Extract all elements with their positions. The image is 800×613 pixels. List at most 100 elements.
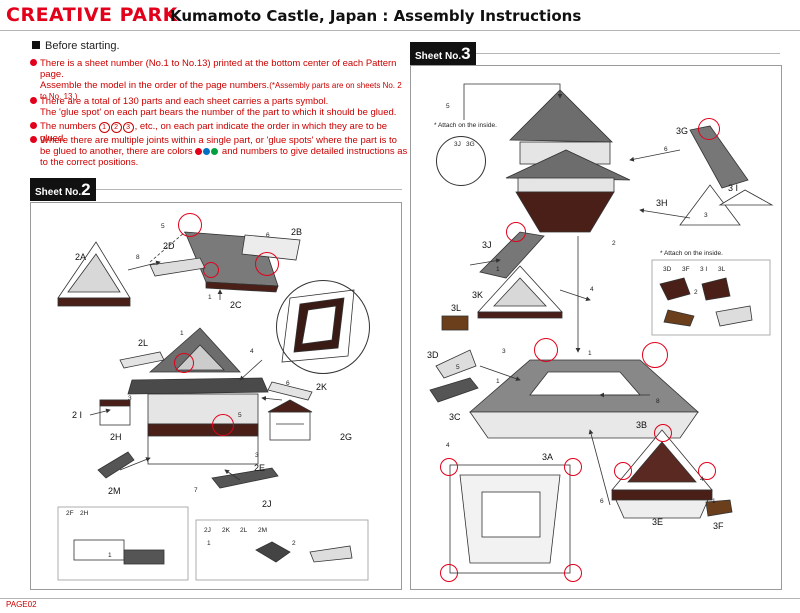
callout-circle (203, 262, 219, 278)
intro-note-4: Where there are multiple joints within a… (30, 135, 408, 168)
sheet2-subpanel-right (195, 519, 369, 581)
header-divider (0, 30, 800, 31)
inset-part-3l (663, 309, 695, 327)
step-marker: 1 (180, 330, 184, 337)
note-text: There are a total of 130 parts and each … (40, 96, 329, 107)
part-label: 3H (656, 198, 668, 208)
step-marker: 2 (292, 540, 296, 547)
part-3f-block (705, 499, 733, 517)
part-label-small: 2H (80, 510, 89, 517)
sheet2-subpanel-left (57, 506, 189, 581)
part-label-small: 2K (222, 527, 230, 534)
callout-circle (440, 458, 458, 476)
attach-note: * Attach on the inside. (434, 122, 497, 129)
callout-circle (255, 252, 279, 276)
callout-circle (440, 564, 458, 582)
part-2h-strip (123, 549, 165, 565)
step-marker: 8 (656, 398, 660, 405)
step-marker: 3 (502, 348, 506, 355)
part-label: 2E (254, 463, 266, 473)
part-label: 2B (291, 227, 303, 237)
page-title: Kumamoto Castle, Japan : Assembly Instru… (170, 7, 582, 25)
part-label: 2A (75, 252, 87, 262)
callout-circle (698, 462, 716, 480)
step-marker: 5 (456, 364, 460, 371)
part-3k-gable (477, 265, 563, 319)
callout-circle (564, 458, 582, 476)
part-label-small: 3L (718, 266, 726, 273)
step-marker: 1 (588, 350, 592, 357)
part-floor-plan (449, 464, 571, 574)
callout-circle (698, 118, 720, 140)
part-2d-strip (149, 257, 206, 277)
part-label: 3J (482, 240, 492, 250)
part-corner-piece (255, 541, 291, 563)
note-text: Where there are multiple joints within a… (40, 135, 397, 157)
note-text: The numbers (40, 121, 96, 132)
step-marker: 2 (612, 240, 616, 247)
part-label: 2D (163, 241, 175, 251)
part-2b-ridge (241, 234, 301, 261)
step-marker: 3 (128, 395, 132, 402)
step-marker: 5 (446, 103, 450, 110)
part-corner-strip (309, 545, 353, 563)
note-text: Assemble the model in the order of the p… (40, 80, 270, 91)
square-bullet-icon (32, 41, 40, 49)
part-label: 3A (542, 452, 554, 462)
part-label-small: 3G (466, 141, 475, 148)
part-label: 2C (230, 300, 242, 310)
part-tower-top (505, 89, 631, 233)
red-bullet-icon (30, 97, 37, 104)
red-bullet-icon (30, 59, 37, 66)
part-label-small: 3F (682, 266, 690, 273)
step-marker: 1 (496, 266, 500, 273)
circled-number-icon: 3 (122, 122, 134, 133)
sheet2-arrows (89, 260, 283, 481)
blue-dot-icon (203, 148, 211, 155)
part-label: 3 I (728, 183, 739, 193)
sheet2-tab: Sheet No.2 (30, 178, 96, 201)
intro-note-1: There is a sheet number (No.1 to No.13) … (30, 58, 408, 102)
note-text: There is a sheet number (No.1 to No.13) … (40, 58, 397, 80)
callout-circle (614, 462, 632, 480)
inset-part-3d (659, 277, 691, 301)
part-3c-plate (429, 377, 479, 403)
part-label: 2J (262, 499, 272, 509)
callout-circle (564, 564, 582, 582)
sheet-tab-prefix: Sheet No. (415, 51, 462, 62)
inset-part-3f (715, 305, 753, 327)
part-label-small: 3D (663, 266, 672, 273)
footer-divider (0, 598, 800, 599)
note-text: and numbers to give detailed instruction… (40, 146, 408, 168)
red-dot-icon (195, 148, 203, 155)
part-2a-gable (57, 241, 131, 307)
before-starting-heading: Before starting. (32, 40, 120, 52)
part-label: 2K (316, 382, 328, 392)
part-label: 2M (108, 486, 121, 496)
part-3i-strip (718, 189, 774, 206)
part-building-lower (127, 327, 269, 465)
part-2f-strip (73, 539, 125, 561)
part-label: 3D (427, 350, 439, 360)
sheet3-arrows (463, 83, 691, 506)
part-2m-plate (97, 451, 135, 479)
note-small-text: (*Assembly parts are on sheets No. 2 to … (40, 81, 402, 101)
callout-circle (178, 213, 202, 237)
sheet2-divider (30, 189, 402, 190)
before-starting-text: Before starting. (45, 40, 120, 52)
step-marker: 1 (108, 552, 112, 559)
step-marker: 6 (266, 232, 270, 239)
step-marker: 6 (664, 146, 668, 153)
part-label: 2L (138, 338, 149, 348)
part-2k-strip (267, 381, 313, 401)
red-bullet-icon (30, 136, 37, 143)
callout-circle (534, 338, 558, 362)
page-number: PAGE02 (6, 600, 37, 609)
step-marker: 4 (250, 348, 254, 355)
step-marker: 3 (255, 452, 259, 459)
part-2g-box (267, 399, 313, 441)
sheet-tab-prefix: Sheet No. (35, 187, 82, 198)
step-marker: 4 (590, 286, 594, 293)
step-marker: 6 (600, 498, 604, 505)
